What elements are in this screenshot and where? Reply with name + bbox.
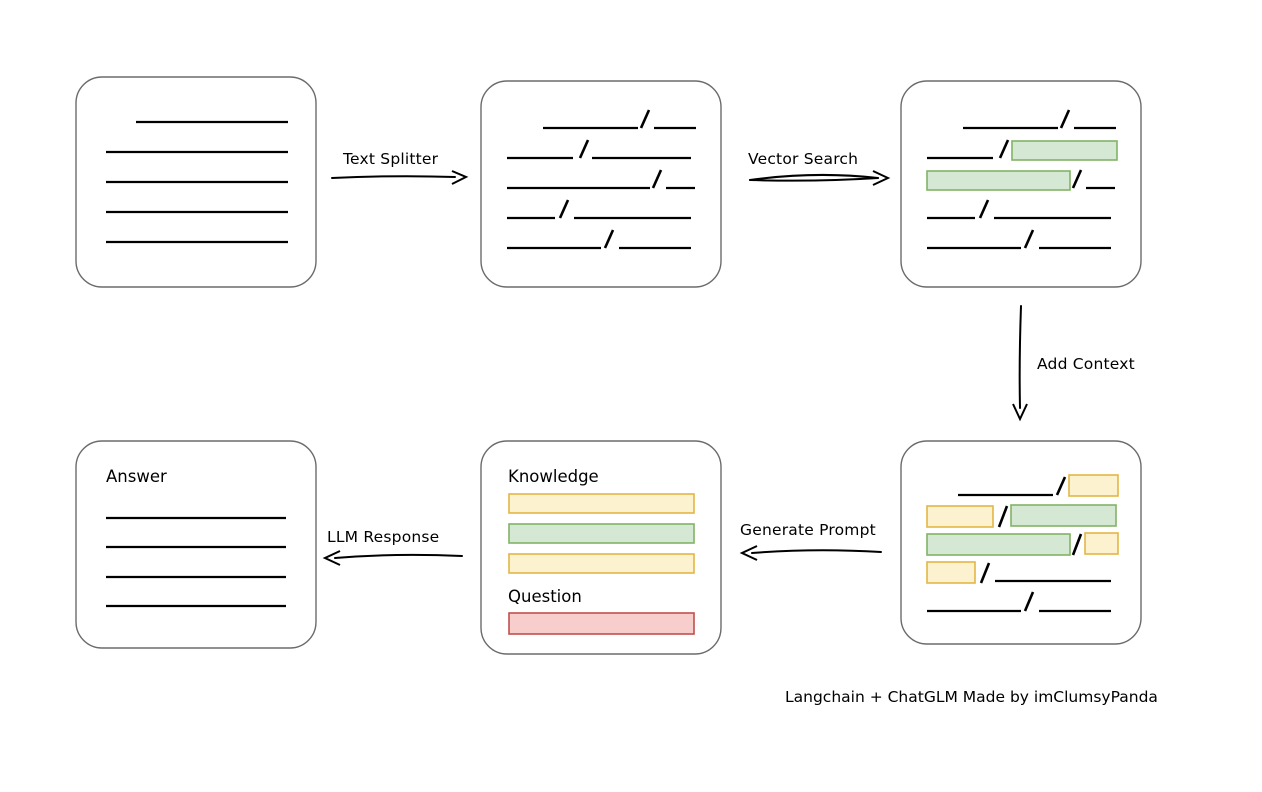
edge-generate-prompt[interactable]: Generate Prompt [739, 521, 882, 561]
split-document-card[interactable] [480, 80, 722, 288]
context-chip-yellow-2 [926, 505, 994, 528]
answer-card-frame [75, 440, 317, 649]
edge-add-context[interactable]: Add Context [1012, 305, 1135, 422]
split-document-lines [507, 109, 696, 250]
footer-credit: Langchain + ChatGLM Made by imClumsyPand… [785, 688, 1158, 706]
matched-document-lines [926, 109, 1118, 250]
edge-text-splitter[interactable]: Text Splitter [331, 150, 469, 185]
context-chip-yellow-4 [926, 561, 976, 584]
edge-add-context-label: Add Context [1037, 355, 1135, 373]
knowledge-bar-green-1 [508, 523, 695, 544]
matched-chip-green-2 [926, 170, 1071, 191]
context-chip-yellow-3 [1084, 532, 1119, 555]
question-bar-red-1 [508, 612, 695, 635]
edge-llm-response[interactable]: LLM Response [322, 528, 463, 566]
answer-card[interactable]: Answer [75, 440, 317, 649]
context-document-lines [926, 474, 1119, 613]
knowledge-bar-yellow-1 [508, 493, 695, 514]
split-document-card-frame [480, 80, 722, 288]
edge-text-splitter-label: Text Splitter [342, 150, 439, 168]
edge-llm-response-label: LLM Response [327, 528, 439, 546]
context-document-card[interactable] [900, 440, 1142, 645]
edge-vector-search-label: Vector Search [748, 150, 858, 168]
matched-chip-green-1 [1011, 140, 1118, 161]
context-chip-green-2 [926, 533, 1071, 556]
prompt-card-question-heading: Question [508, 587, 582, 606]
context-chip-yellow-1 [1068, 474, 1119, 497]
source-document-lines [106, 120, 288, 244]
edge-generate-prompt-label: Generate Prompt [740, 521, 876, 539]
context-chip-green-1 [1010, 504, 1117, 527]
answer-card-lines [106, 516, 286, 608]
prompt-card-knowledge-heading: Knowledge [508, 467, 599, 486]
edge-vector-search[interactable]: Vector Search [748, 150, 891, 186]
knowledge-bar-yellow-2 [508, 553, 695, 574]
prompt-card[interactable]: Knowledge Question [480, 440, 722, 655]
matched-document-card[interactable] [900, 80, 1142, 288]
source-document-card[interactable] [75, 76, 317, 288]
answer-card-heading: Answer [106, 467, 167, 486]
